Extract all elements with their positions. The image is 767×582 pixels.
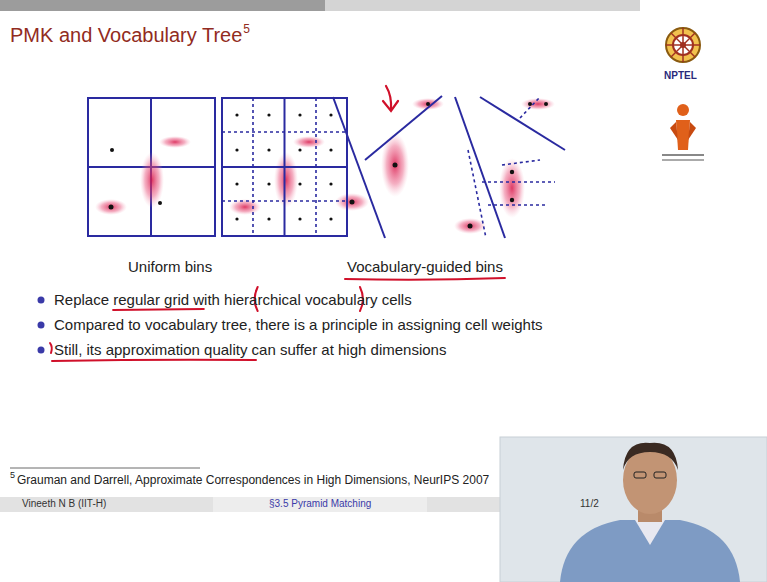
header-bar: [325, 0, 640, 11]
presenter-video: [500, 437, 767, 582]
bullet-text: Replace regular grid with hierarchical v…: [54, 291, 412, 308]
footnote-mark: 5: [10, 470, 15, 480]
footer-author: Vineeth N B (IIT-H): [22, 498, 106, 509]
uniform-grid: [222, 98, 347, 236]
pen-arrow: [383, 86, 398, 111]
page-number: 11/2: [580, 498, 599, 509]
footnote-mark: 5: [243, 22, 250, 36]
bullet-marker: [38, 297, 45, 354]
footer-section: §3.5 Pyramid Matching: [269, 498, 371, 509]
header-bar: [0, 0, 325, 11]
pen-mark: [50, 343, 52, 353]
bullet-text: Compared to vocabulary tree, there is a …: [54, 316, 543, 333]
pen-underline: [52, 360, 256, 361]
figure-caption: Vocabulary-guided bins: [347, 258, 503, 275]
footnote-rule: [10, 468, 200, 469]
nptel-logo: [666, 28, 700, 62]
uniform-grid: [88, 98, 215, 236]
pen-underline: [113, 309, 204, 310]
pen-underline: [345, 278, 505, 280]
bullet-text: Still, its approximation quality can suf…: [54, 341, 446, 358]
vocabulary-partition: [333, 96, 565, 238]
cluster-center: [109, 148, 163, 210]
point-cloud: [95, 98, 555, 234]
footer-bar: [0, 497, 213, 512]
footnote-text: Grauman and Darrell, Approximate Corresp…: [17, 473, 489, 487]
institute-logo: [662, 104, 704, 161]
figure-caption: Uniform bins: [128, 258, 212, 275]
logo-text: NPTEL: [664, 70, 697, 81]
slide-title: PMK and Vocabulary Tree: [10, 24, 242, 47]
cluster-center: [350, 102, 549, 229]
footer-bar: [213, 497, 427, 512]
cell-center: [235, 113, 332, 220]
